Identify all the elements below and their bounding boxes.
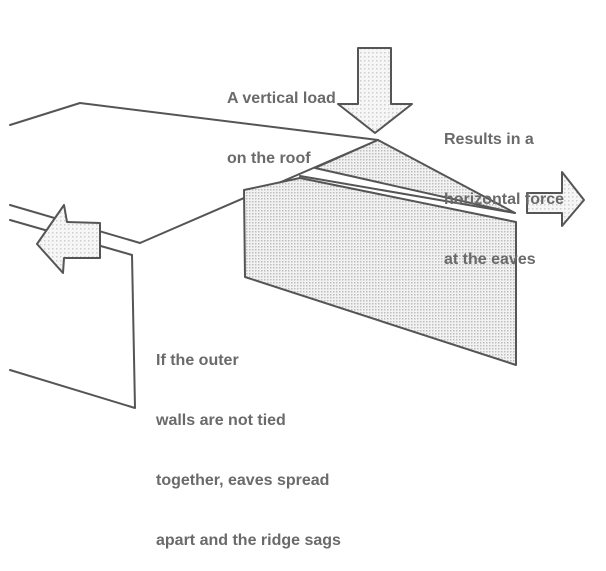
horizontal-force-arrow-icon [526,171,585,227]
vertical-load-label: A vertical load on the roof [227,49,336,189]
horizontal-force-label: Results in a horizontal force at the eav… [444,90,564,290]
walls-not-tied-line-2: walls are not tied [156,412,286,429]
gable-eave-band [299,175,516,214]
vertical-load-arrow-icon [337,47,413,134]
walls-not-tied-line-3: together, eaves spread [156,472,330,489]
roof-load-diagram [9,47,585,409]
end-wall [243,177,517,366]
horizontal-force-line-3: at the eaves [444,251,536,268]
vertical-load-line-1: A vertical load [227,90,336,107]
gable-triangle [314,139,516,214]
left-wall-outline [9,254,136,409]
walls-not-tied-line-1: If the outer [156,352,239,369]
roof-ridge-line [9,102,379,141]
vertical-load-line-2: on the roof [227,150,311,167]
horizontal-force-line-2: horizontal force [444,191,565,208]
walls-not-tied-line-4: apart and the ridge sags [156,532,341,549]
horizontal-force-line-1: Results in a [444,131,534,148]
walls-not-tied-label: If the outer walls are not tied together… [156,311,341,571]
eaves-spread-arrow-icon [36,204,101,274]
